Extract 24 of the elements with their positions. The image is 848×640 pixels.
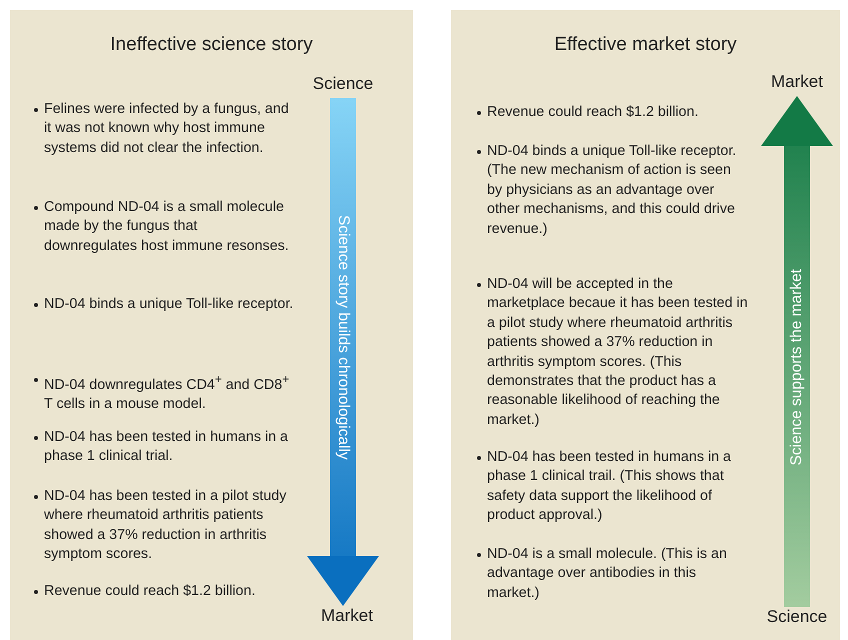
- panel-background: [451, 10, 840, 640]
- bullet-item: ND-04 downregulates CD4$^{+}$ and CD8$^{+}$ T cells in a mouse model.: [32, 370, 294, 415]
- bullet-item: Revenue could reach $1.2 billion.: [32, 582, 294, 602]
- bullet-item: ND-04 has been tested in humans in a phase 1 clinical trail. (This shows that safety data support the likelihood of product approval.): [475, 448, 749, 526]
- panel-title: Ineffective science story: [109, 34, 314, 56]
- edge-label: Science story builds chronologically: [334, 214, 352, 460]
- axis-end-label: Market: [763, 72, 831, 96]
- arrow: [761, 96, 833, 607]
- axis-end-label: Market: [314, 606, 380, 630]
- bullet-item: ND-04 binds a unique Toll-like receptor. (The new mechanism of action is seen by physicians as an advantage over other mechanisms, and this could drive revenue.): [475, 142, 749, 240]
- axis-end-label: Science: [757, 607, 837, 631]
- bullet-item: ND-04 is a small molecule. (This is an advantage over antibodies in this market.): [475, 545, 749, 604]
- axis-end-label: Science: [310, 74, 376, 98]
- edge-label: Science supports the market: [788, 268, 806, 465]
- panel-title: Effective market story: [553, 34, 738, 56]
- bullet-item: ND-04 has been tested in humans in a phase 1 clinical trial.: [32, 428, 294, 467]
- bullet-item: Compound ND-04 is a small molecule made by the fungus that downregulates host immune resonses.: [32, 198, 294, 256]
- bullet-item: ND-04 has been tested in a pilot study where rheumatoid arthritis patients showed a 37% reduction in arthritis symptom scores.: [32, 487, 294, 565]
- panel-background: [10, 10, 413, 640]
- bullet-item: Felines were infected by a fungus, and it was not known why host immune systems did not clear the infection.: [32, 100, 294, 158]
- bullet-item: Revenue could reach $1.2 billion.: [475, 103, 749, 122]
- bullet-item: ND-04 will be accepted in the marketplace becaue it has been tested in a pilot study where rheumatoid arthritis patients showed a 37% reduction in arthritis symptom scores. (This demonstrates that the product has a reasonable likelihood of reaching the market.): [475, 275, 749, 430]
- arrow: [307, 98, 379, 606]
- bullet-item: ND-04 binds a unique Toll-like receptor.: [32, 295, 294, 314]
